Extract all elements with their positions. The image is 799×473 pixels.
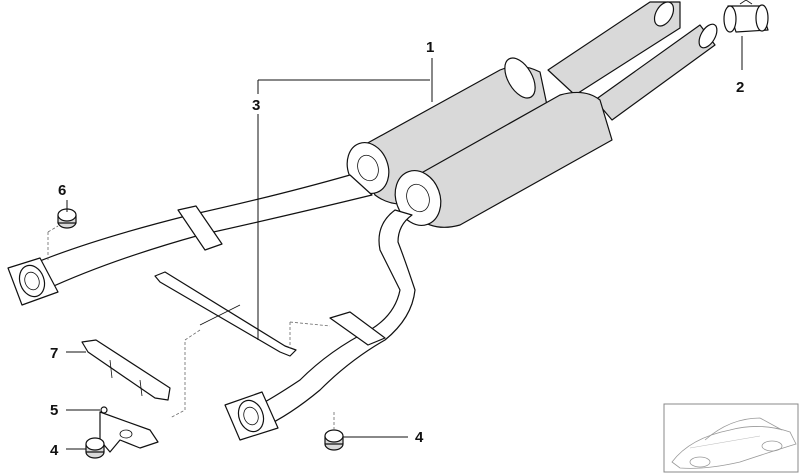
car-thumbnail-icon — [663, 403, 799, 473]
mounting-strap — [154, 271, 297, 357]
pipe-clamp-2 — [723, 0, 769, 33]
callout-4-left: 4 — [50, 442, 59, 459]
assembly-guides — [47, 225, 335, 430]
front-pipe-right — [224, 209, 416, 441]
rubber-mount-4b — [324, 429, 344, 451]
callout-1: 1 — [426, 39, 434, 56]
rubber-mount-6 — [57, 208, 77, 229]
front-pipe-left — [7, 174, 373, 306]
callout-5: 5 — [50, 402, 58, 419]
leader-lines — [66, 36, 743, 450]
callout-6: 6 — [58, 182, 66, 199]
callout-2: 2 — [736, 79, 744, 96]
rubber-mount-4a — [85, 437, 105, 459]
bracket-7 — [81, 339, 171, 401]
hanger-5 — [99, 406, 159, 453]
muffler-lower — [394, 23, 718, 228]
callout-7: 7 — [50, 345, 58, 362]
muffler-upper — [346, 1, 681, 205]
callout-4-right: 4 — [415, 429, 424, 446]
callout-3: 3 — [252, 97, 260, 114]
